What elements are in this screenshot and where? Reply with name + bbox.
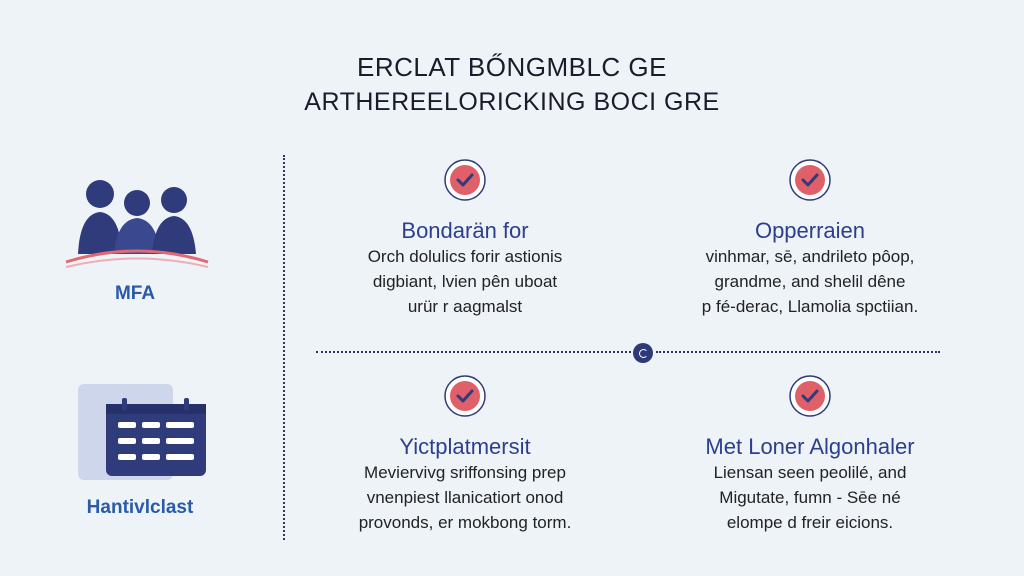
calendar-icon <box>78 384 206 480</box>
card-text-line: vnenpiest llanicatiort onod <box>366 488 564 507</box>
vertical-divider <box>283 155 285 540</box>
card-text-line: vinhmar, sē, andrileto pôop, <box>705 247 915 266</box>
people-group-icon <box>65 180 209 268</box>
horizontal-divider-left <box>316 351 631 353</box>
card-text-line: elompe d freir eicions. <box>726 513 894 532</box>
check-circle-icon <box>444 375 486 417</box>
feature-card: Yictplatmersit Meviervivg sriffonsing pr… <box>310 374 620 535</box>
card-title: Opperraien <box>754 218 866 243</box>
check-circle-icon <box>789 375 831 417</box>
card-text-line: urür r aagmalst <box>407 297 523 316</box>
card-text-line: Migutate, fumn - Sēe né <box>719 488 901 507</box>
card-text-line: Orch dolulics forir astionis <box>367 247 563 266</box>
card-text-line: digbiant, lvien pên uboat <box>372 272 558 291</box>
card-title: Bondarän for <box>401 218 529 243</box>
horizontal-divider-right <box>656 351 940 353</box>
check-circle-icon <box>789 159 831 201</box>
card-text-line: grandme, and shelil dêne <box>714 272 906 291</box>
page-title: ERCLAT BŐNGMBLC GE <box>357 52 667 82</box>
mfa-label: MFA <box>114 283 156 304</box>
card-title: Yictplatmersit <box>399 434 531 459</box>
card-text-line: provonds, er mokbong torm. <box>358 513 572 532</box>
feature-card: Bondarän for Orch dolulics forir astioni… <box>310 158 620 319</box>
card-text-line: p fé-derac, Llamolia spctiian. <box>701 297 919 316</box>
handbook-label: Hantivlclast <box>86 497 194 518</box>
page-subtitle: ARTHEREELORICKING BOCI GRE <box>304 88 720 116</box>
check-circle-icon <box>444 159 486 201</box>
center-node-icon <box>633 343 653 363</box>
feature-card: Met Loner Algonhaler Liensan seen peolil… <box>660 374 960 535</box>
card-text-line: Meviervivg sriffonsing prep <box>364 463 566 482</box>
card-text-line: Liensan seen peolilé, and <box>713 463 907 482</box>
feature-card: Opperraien vinhmar, sē, andrileto pôop, … <box>660 158 960 319</box>
card-title: Met Loner Algonhaler <box>705 434 915 459</box>
